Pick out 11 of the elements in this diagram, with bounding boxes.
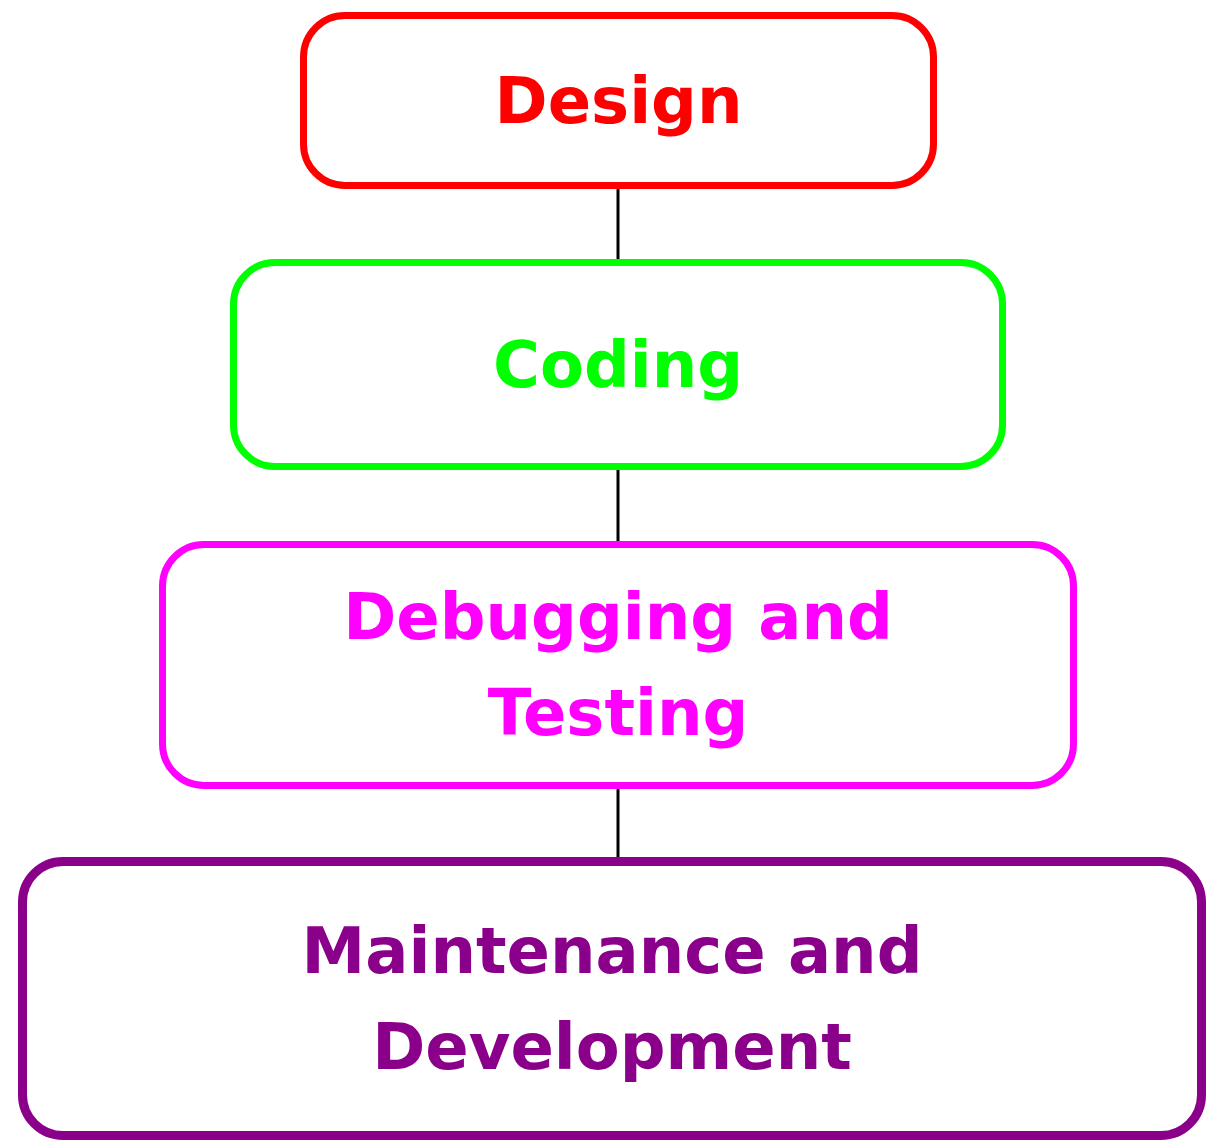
- step-label: Debugging and Testing: [342, 579, 894, 752]
- process-box: [18, 857, 1206, 1140]
- process-box: [300, 12, 937, 189]
- connector-line: [616, 470, 620, 541]
- connector-line: [616, 789, 620, 857]
- step-label: Coding: [492, 326, 744, 404]
- step-label: Maintenance and Development: [300, 912, 924, 1086]
- process-box: [159, 541, 1077, 789]
- connector-line: [616, 189, 620, 259]
- step-label: Design: [494, 62, 743, 140]
- process-box: [230, 259, 1006, 470]
